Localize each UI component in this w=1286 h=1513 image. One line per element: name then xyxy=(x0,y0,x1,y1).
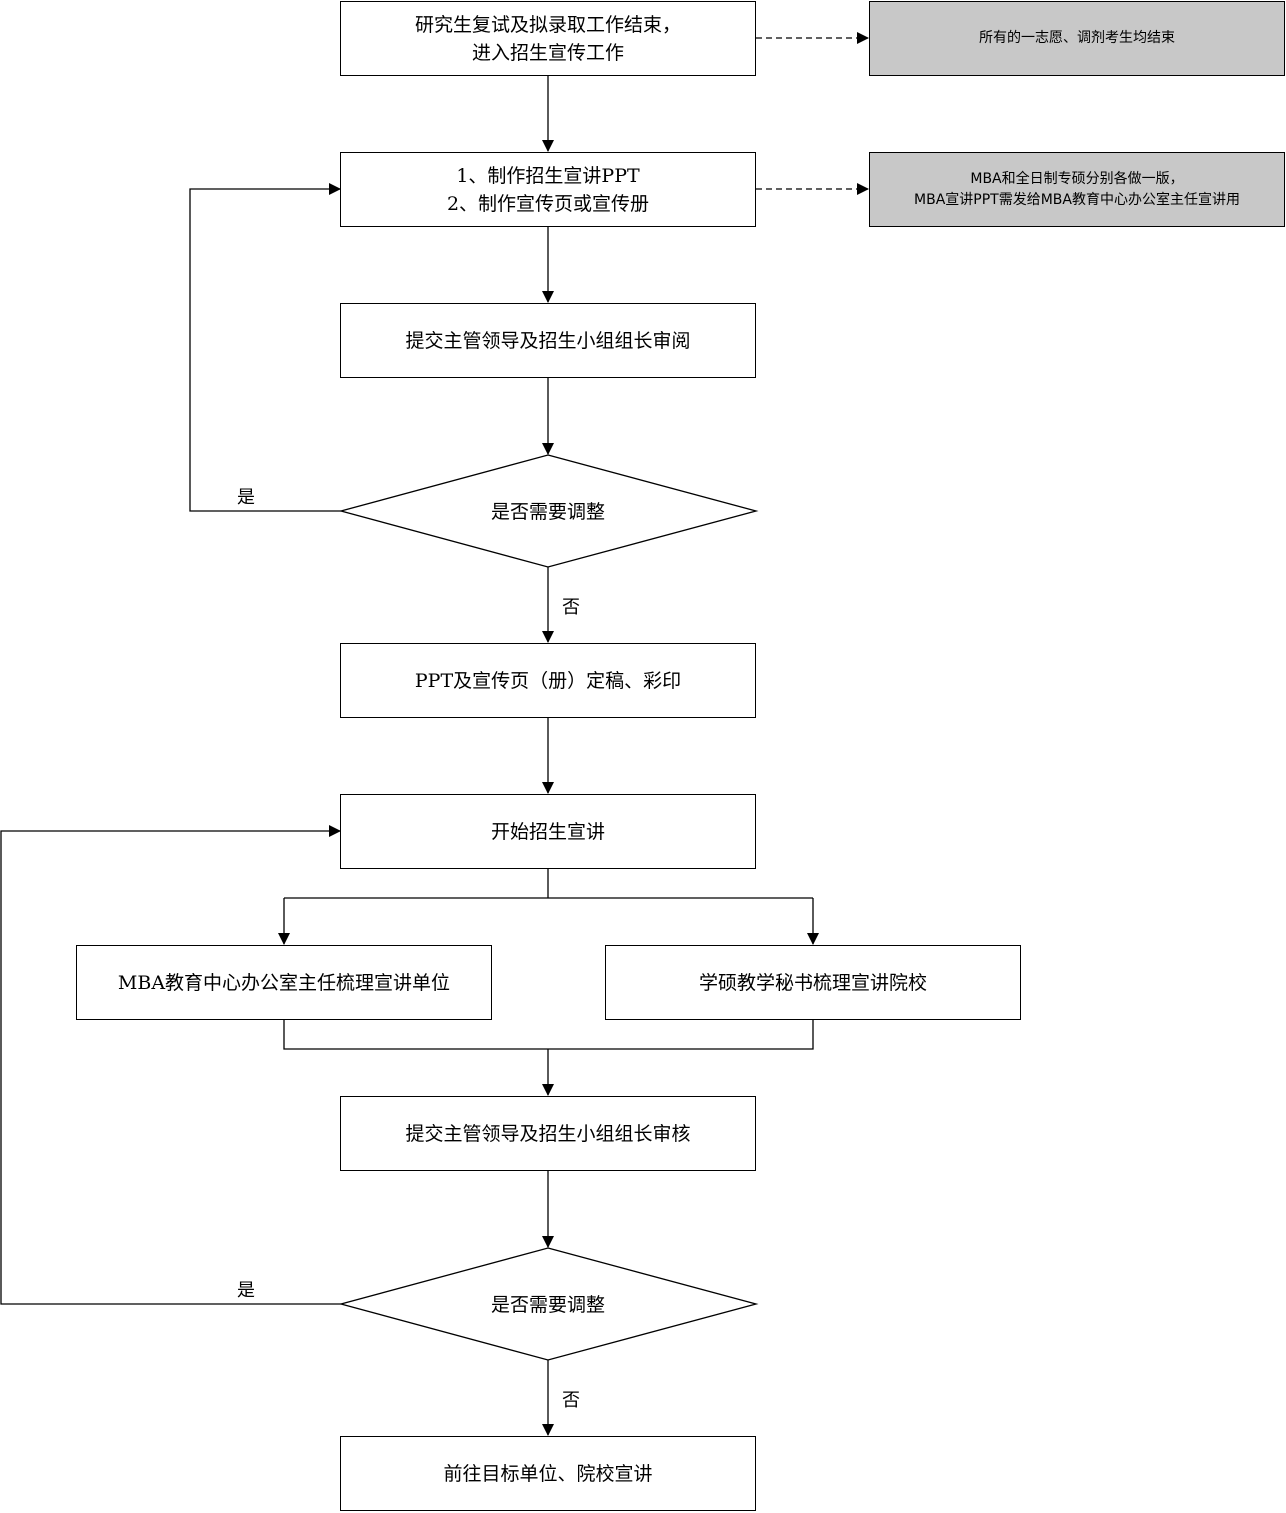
decision1-yes-label: 是 xyxy=(237,487,255,508)
review1-label: 提交主管领导及招生小组组长审阅 xyxy=(405,329,691,352)
decision2-diamond xyxy=(338,1247,759,1361)
secretary-label: 学硕教学秘书梳理宣讲院校 xyxy=(698,971,927,994)
mba-label: MBA教育中心办公室主任梳理宣讲单位 xyxy=(117,971,451,994)
make-materials-label: 1、制作招生宣讲PPT 2、制作宣传页或宣传册 xyxy=(446,164,650,215)
decision1-diamond xyxy=(338,454,759,568)
edge-merge xyxy=(283,1020,814,1050)
mba-box: MBA教育中心办公室主任梳理宣讲单位 xyxy=(76,945,492,1020)
finalize-label: PPT及宣传页（册）定稿、彩印 xyxy=(414,669,682,692)
review2-label: 提交主管领导及招生小组组长审核 xyxy=(405,1122,691,1145)
go-box: 前往目标单位、院校宣讲 xyxy=(340,1436,756,1511)
decision2-label: 是否需要调整 xyxy=(490,1294,605,1316)
finalize-box: PPT及宣传页（册）定稿、彩印 xyxy=(340,643,756,718)
start-note-label: 所有的一志愿、调剂考生均结束 xyxy=(979,30,1175,46)
edge-decision2-yes-loop xyxy=(0,825,341,1305)
begin-box: 开始招生宣讲 xyxy=(340,794,756,869)
secretary-box: 学硕教学秘书梳理宣讲院校 xyxy=(605,945,1021,1020)
decision1-no-label: 否 xyxy=(562,597,580,618)
go-label: 前往目标单位、院校宣讲 xyxy=(443,1462,653,1485)
review1-box: 提交主管领导及招生小组组长审阅 xyxy=(340,303,756,378)
decision1-label: 是否需要调整 xyxy=(490,501,605,523)
start-box: 研究生复试及拟录取工作结束， 进入招生宣传工作 xyxy=(340,1,756,76)
edge-decision1-yes-loop xyxy=(189,183,341,512)
begin-label: 开始招生宣讲 xyxy=(490,820,605,843)
make-note-box: MBA和全日制专硕分别各做一版， MBA宣讲PPT需发给MBA教育中心办公室主任… xyxy=(869,152,1285,227)
start-label: 研究生复试及拟录取工作结束， 进入招生宣传工作 xyxy=(414,13,681,64)
decision2-yes-label: 是 xyxy=(237,1280,255,1301)
make-materials-box: 1、制作招生宣讲PPT 2、制作宣传页或宣传册 xyxy=(340,152,756,227)
decision2-no-label: 否 xyxy=(562,1390,580,1411)
start-note-box: 所有的一志愿、调剂考生均结束 xyxy=(869,1,1285,76)
make-note-label: MBA和全日制专硕分别各做一版， MBA宣讲PPT需发给MBA教育中心办公室主任… xyxy=(914,170,1240,208)
review2-box: 提交主管领导及招生小组组长审核 xyxy=(340,1096,756,1171)
